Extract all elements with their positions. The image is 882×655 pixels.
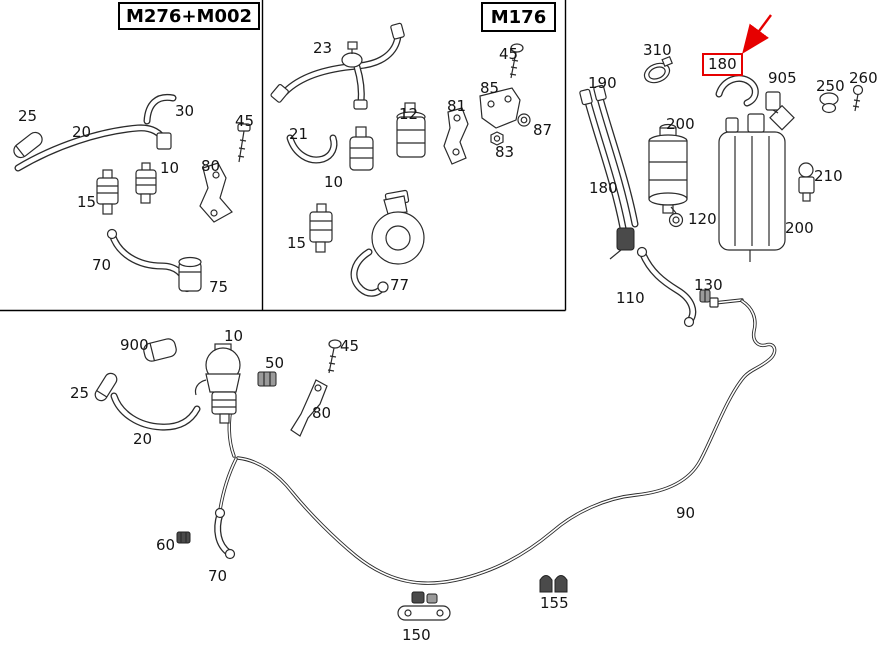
part-canister-75-left [178, 256, 202, 292]
part-connector-905 [765, 91, 795, 131]
part-hose-70-bottom [216, 507, 236, 560]
part-clamp-310 [643, 55, 673, 84]
part-hose-20-left [18, 128, 172, 168]
part-screw-45-bottom [327, 339, 342, 374]
part-pipe-25-left [13, 131, 43, 159]
part-valve-210 [798, 162, 815, 202]
fuel-line-90 [218, 299, 777, 585]
part-hose-23-assembly [270, 22, 405, 110]
part-tubes-190-180 [579, 84, 635, 260]
part-nut-87 [517, 113, 531, 127]
highlight-annotations [742, 14, 772, 54]
part-screw-45-mid [509, 43, 524, 79]
part-pump-77 [354, 189, 425, 293]
part-valve-15-mid [309, 203, 333, 253]
part-clip-130 [699, 289, 711, 303]
part-hose-20-bottom [114, 396, 197, 427]
part-pump-10-bottom [194, 343, 241, 424]
highlight-arrow [742, 14, 772, 54]
part-bracket-150 [397, 591, 451, 621]
part-hose-110 [636, 246, 694, 328]
section-borders [0, 0, 567, 312]
assembly-bottom [94, 299, 777, 621]
part-valve-15-left [96, 169, 119, 215]
part-filter-12 [396, 102, 426, 158]
part-grommet-50 [257, 371, 277, 387]
part-canister-200-left [648, 123, 688, 214]
part-screw-260 [852, 84, 864, 112]
part-screw-45-left [237, 123, 251, 163]
part-bracket-80-bottom [290, 379, 328, 437]
part-filter-10-mid [349, 126, 374, 171]
part-hose-21 [290, 138, 334, 160]
part-ring-120 [668, 212, 684, 228]
part-hose-30-left [147, 97, 173, 121]
section-title-m276-m002: M276+M002 [118, 2, 260, 30]
part-valve-10-left [135, 162, 157, 204]
part-nut-83 [490, 131, 504, 146]
part-bracket-81 [443, 107, 469, 165]
part-pipe-25-bottom [94, 372, 118, 402]
part-clamp-155 [539, 575, 568, 593]
part-fitting-60 [176, 531, 191, 544]
assembly-right [579, 55, 864, 328]
part-hose-180-top [719, 78, 755, 103]
part-bracket-80-left [199, 162, 233, 223]
part-canister-200-right [718, 113, 786, 262]
part-damper-900 [143, 338, 177, 362]
assembly-m276 [13, 97, 251, 293]
part-bracket-85 [479, 87, 521, 129]
section-title-m176: M176 [481, 2, 556, 32]
part-pipe-130-fitting [709, 297, 744, 308]
part-grommet-250 [819, 92, 839, 114]
assembly-m176 [270, 22, 531, 293]
